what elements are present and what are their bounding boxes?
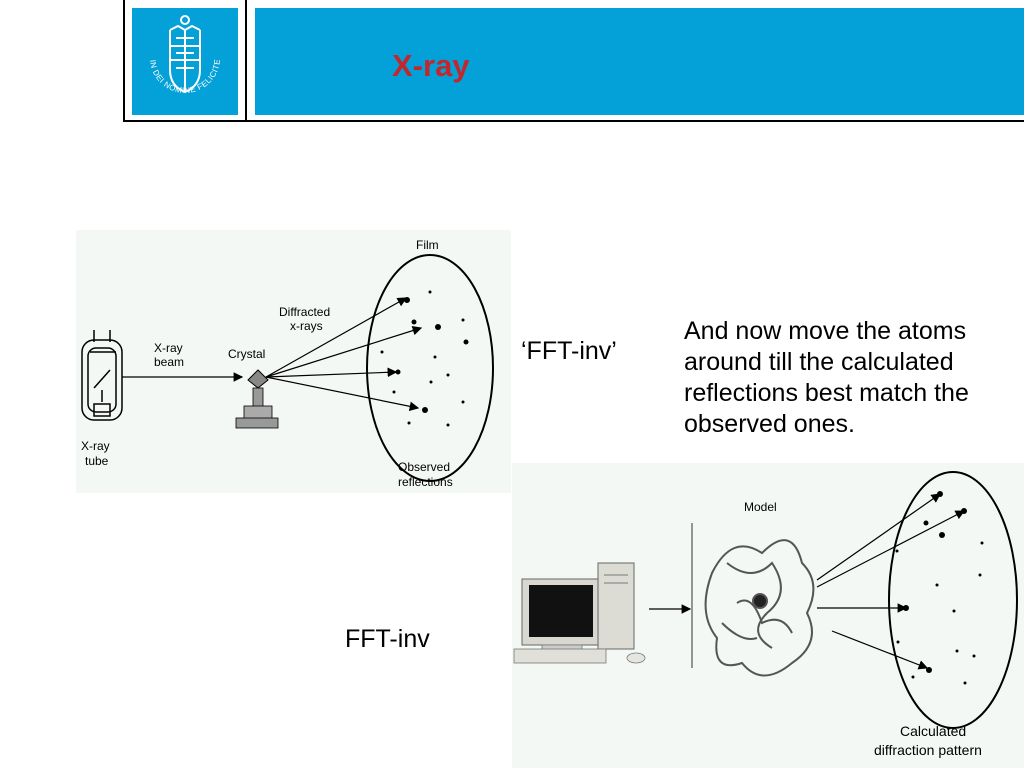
- film-label: Film: [416, 238, 439, 252]
- beam-label-1: X-ray: [154, 341, 183, 355]
- page-title: X-ray: [392, 48, 470, 83]
- tube-label-1: X-ray: [81, 439, 110, 453]
- logo-panel: IN DEI NOMINE FELICITER: [129, 1, 238, 115]
- calculated-label-2: diffraction pattern: [874, 742, 982, 758]
- beam-label-2: beam: [154, 355, 184, 369]
- header-divider: [245, 0, 247, 122]
- calculated-film-ellipse: [888, 471, 1018, 729]
- title-band: [255, 8, 1024, 115]
- diffracted-label-2: x-rays: [290, 319, 323, 333]
- observed-label-2: reflections: [398, 475, 453, 489]
- header-frame: [123, 0, 1024, 122]
- crystal-label: Crystal: [228, 347, 265, 361]
- fft-inv-label: FFT-inv: [345, 625, 430, 653]
- tube-label-2: tube: [85, 454, 109, 468]
- observed-label-1: Observed: [398, 460, 450, 474]
- seal-motto: IN DEI NOMINE FELICITER: [132, 8, 222, 95]
- reflection-spots: [380, 290, 469, 427]
- explanation-text: And now move the atoms around till the c…: [684, 317, 969, 438]
- university-seal-icon: IN DEI NOMINE FELICITER: [129, 1, 222, 95]
- fft-inv-quoted-label: ‘FFT-inv’: [521, 337, 617, 365]
- crystal-mount-icon: [235, 369, 279, 429]
- diffracted-label-1: Diffracted: [279, 305, 330, 319]
- calculated-rays: [816, 493, 966, 670]
- protein-model-icon: [704, 539, 815, 677]
- calculated-label-1: Calculated: [900, 723, 966, 739]
- xray-tube-icon: [81, 330, 123, 421]
- model-label: Model: [744, 500, 777, 514]
- xray-diffraction-diagram: X-ray tube X-ray beam Crystal Diffracted…: [76, 230, 511, 493]
- film-ellipse: [366, 254, 494, 482]
- computer-icon: [513, 562, 646, 664]
- calculated-diffraction-diagram: Model Calculated diffraction: [512, 463, 1024, 768]
- calculated-spots: [895, 491, 984, 685]
- diffracted-rays: [265, 297, 423, 412]
